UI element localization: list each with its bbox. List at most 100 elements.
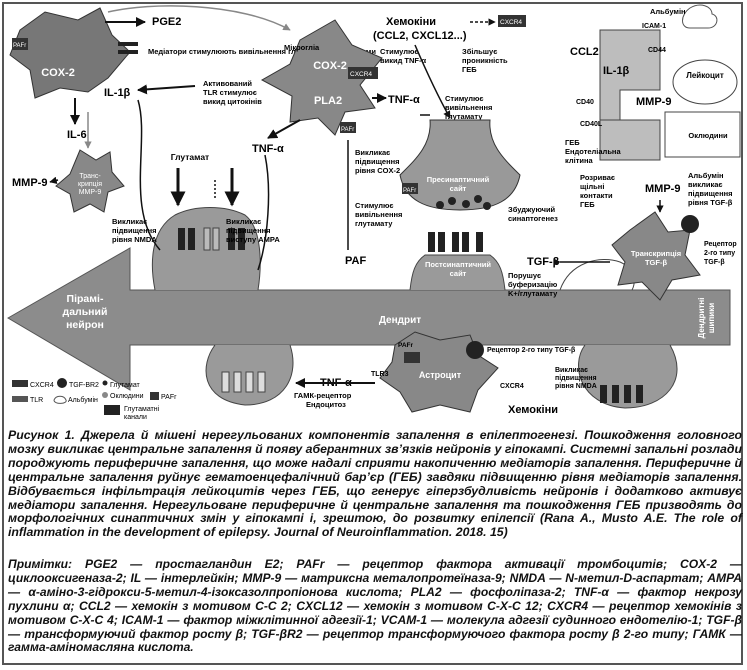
occludin-label: Оклюдини xyxy=(688,131,728,140)
legend-albumin-icon xyxy=(53,395,67,404)
microglia-label: Мікрогліа xyxy=(284,43,320,52)
diagram: Пірамі- дальний нейрон Дендрит Дендритні… xyxy=(7,4,741,421)
transcription-tgfb-star xyxy=(611,211,701,301)
cxcr4-bottom-label: CXCR4 xyxy=(500,383,524,390)
pafr-box-micro xyxy=(340,122,356,133)
cox2-micro-label: COX-2 xyxy=(313,60,347,72)
cxcr4-right-label: CXCR4 xyxy=(500,19,522,26)
mediators-label: Медіатори стимулюють вивільнення глутама… xyxy=(148,47,376,56)
occludin-box xyxy=(664,111,741,158)
il1b-left-label: IL-1β xyxy=(104,87,131,99)
albumin-cloud-top xyxy=(682,4,718,29)
pafr-left-label: PAFr xyxy=(13,43,26,49)
pyramidal-neuron xyxy=(7,247,731,391)
legend-glutamate: Глутамат xyxy=(110,382,141,389)
cd40l-label: CD40L xyxy=(580,121,603,128)
pyramidal-label-3: нейрон xyxy=(66,319,104,331)
mediator-bar-2 xyxy=(118,50,138,54)
legend-channel-swatch xyxy=(104,405,120,415)
tgfbr2-icon-bottom xyxy=(466,341,484,359)
dendritic-spines-label: Дендритнішипики xyxy=(697,298,716,339)
arrow-il1b-to-spine xyxy=(137,99,161,251)
presynaptic-terminal xyxy=(399,119,521,211)
pafr-box-presyn xyxy=(402,183,418,194)
legend-glutamate-icon xyxy=(102,380,108,386)
pafr-micro-label: PAFr xyxy=(341,127,354,133)
dendrite-label: Дендрит xyxy=(379,315,421,326)
il6-label: IL-6 xyxy=(67,129,87,141)
legend-cxcr4-swatch xyxy=(12,380,28,387)
mmp9-right2-label: MMP-9 xyxy=(645,183,680,195)
legend-occludin-icon xyxy=(102,392,108,398)
receptor-tgfb-bottom-label: Рецептор 2-го типу TGF-β xyxy=(487,347,576,354)
mmp9-right-label: MMP-9 xyxy=(636,96,671,108)
il1b-right-label: IL-1β xyxy=(603,65,630,77)
paf-label: PAF xyxy=(345,255,366,267)
legend-tlr: TLR xyxy=(30,397,43,404)
mediator-bar-1 xyxy=(118,42,138,46)
mmp9-left-label: MMP-9 xyxy=(12,177,47,189)
endothelial-cells xyxy=(599,29,661,161)
legend-tgfbr2-icon xyxy=(57,378,67,388)
figure-caption: Рисунок 1. Джерела й мішені нерегульован… xyxy=(8,428,742,540)
legend-cxcr4: CXCR4 xyxy=(30,382,54,389)
chemokines-label: Хемокіни(CCL2, CXCL12...) xyxy=(373,16,467,42)
legend-occludin: Оклюдини xyxy=(110,393,144,400)
pafr-box-left xyxy=(12,38,28,50)
cd44-label: CD44 xyxy=(648,47,666,54)
transcription-mmp9-star xyxy=(55,149,125,213)
cox2-left-label: COX-2 xyxy=(41,67,75,79)
cxcr4-top-label: CXCR4 xyxy=(350,71,372,78)
figure-notes: Примітки: PGE2 — простагландин E2; PAFr … xyxy=(8,557,742,655)
legend: CXCR4 TGF-BR2 Глутамат Оклюдини TLR Альб… xyxy=(12,378,177,421)
glutamate-vesicles xyxy=(436,195,491,210)
ccl2-label: CCL2 xyxy=(570,46,599,58)
legend-pafr-swatch xyxy=(150,392,159,400)
tgfbr2-icon-right xyxy=(681,215,699,233)
pge2-label: PGE2 xyxy=(152,16,181,28)
glutamate-channels-left xyxy=(178,227,245,251)
cd40-label: CD40 xyxy=(576,99,594,106)
glutamate-label: Глутамат xyxy=(171,152,209,162)
cox2-cell-left xyxy=(9,7,131,99)
tnfa-right-label: TNF-α xyxy=(388,94,420,106)
legend-tlr-swatch xyxy=(12,396,28,402)
bottom-left-channels xyxy=(221,371,266,393)
astrocyte-label: Астроцит xyxy=(419,370,462,380)
arrow-tnfa-to-spine xyxy=(257,154,270,271)
arrow-cox2-to-microglia xyxy=(107,5,291,31)
glutamate-channels-post xyxy=(428,232,483,252)
leukocyte-label: Лейкоцит xyxy=(686,71,724,80)
pafr-box-bottom xyxy=(404,352,420,363)
chemokines-bottom-label: Хемокіни xyxy=(508,404,558,416)
tgfb-label: TGF-β xyxy=(527,256,560,268)
bottom-right-channels xyxy=(600,385,643,403)
legend-pafr: PAFr xyxy=(161,394,177,401)
pafr-bottom-label: PAFr xyxy=(398,342,414,349)
pyramidal-label-2: дальний xyxy=(63,306,108,318)
pla2-label: PLA2 xyxy=(314,95,342,107)
cxcr4-box-top xyxy=(348,67,378,79)
albumin-top-label: Альбумін xyxy=(650,7,686,16)
